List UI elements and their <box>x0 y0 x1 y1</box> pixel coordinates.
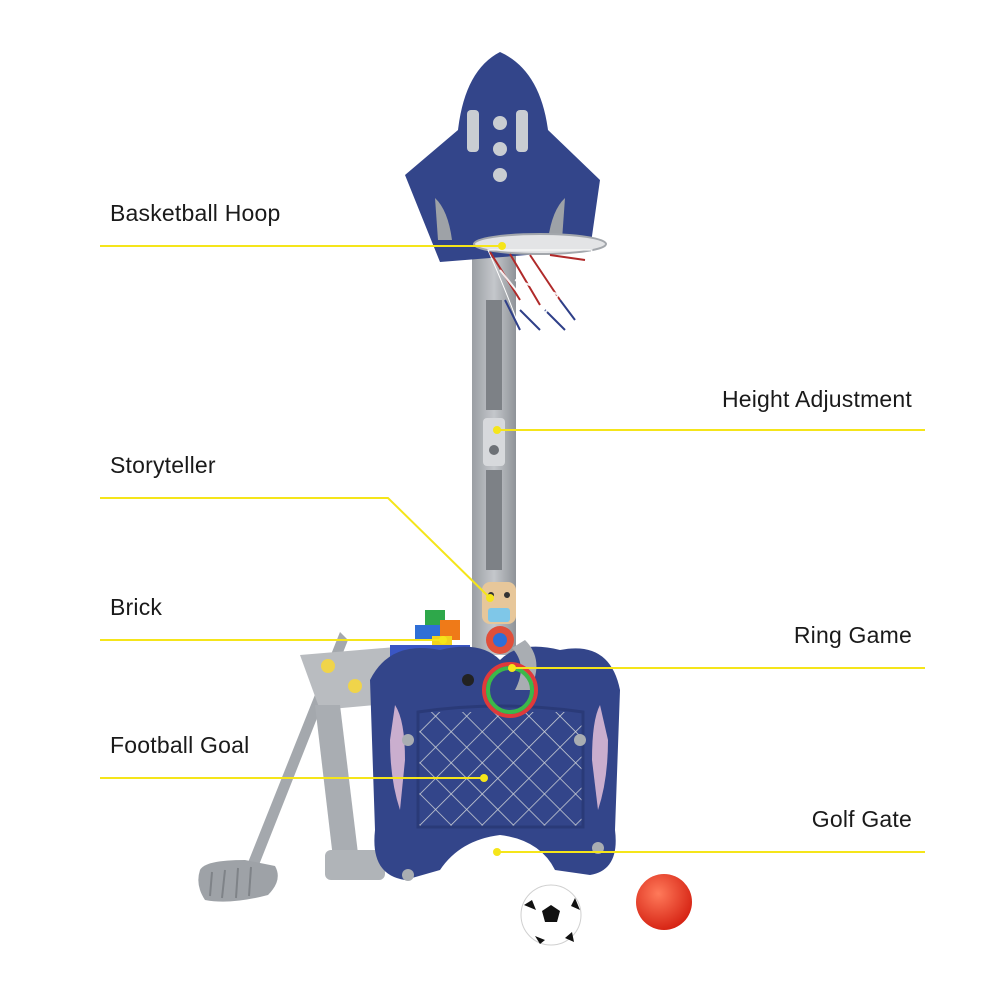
label-storyteller: Storyteller <box>110 452 216 478</box>
label-height-adjustment: Height Adjustment <box>721 386 912 412</box>
label-football-goal: Football Goal <box>110 732 250 758</box>
leader-lines <box>100 245 925 853</box>
soccer-ball <box>520 884 582 946</box>
leader-line-storyteller <box>100 497 491 599</box>
red-ball <box>636 874 692 930</box>
leader-dots <box>439 242 516 856</box>
label-brick: Brick <box>110 594 163 620</box>
label-basketball-hoop: Basketball Hoop <box>110 200 281 226</box>
label-ring-game: Ring Game <box>793 622 912 648</box>
label-golf-gate: Golf Gate <box>811 806 912 832</box>
basketball-hoop <box>473 233 607 331</box>
football-goal <box>370 646 620 881</box>
side-frame <box>300 645 430 880</box>
storyteller-bear <box>482 582 516 624</box>
rocket-backboard <box>405 52 600 262</box>
